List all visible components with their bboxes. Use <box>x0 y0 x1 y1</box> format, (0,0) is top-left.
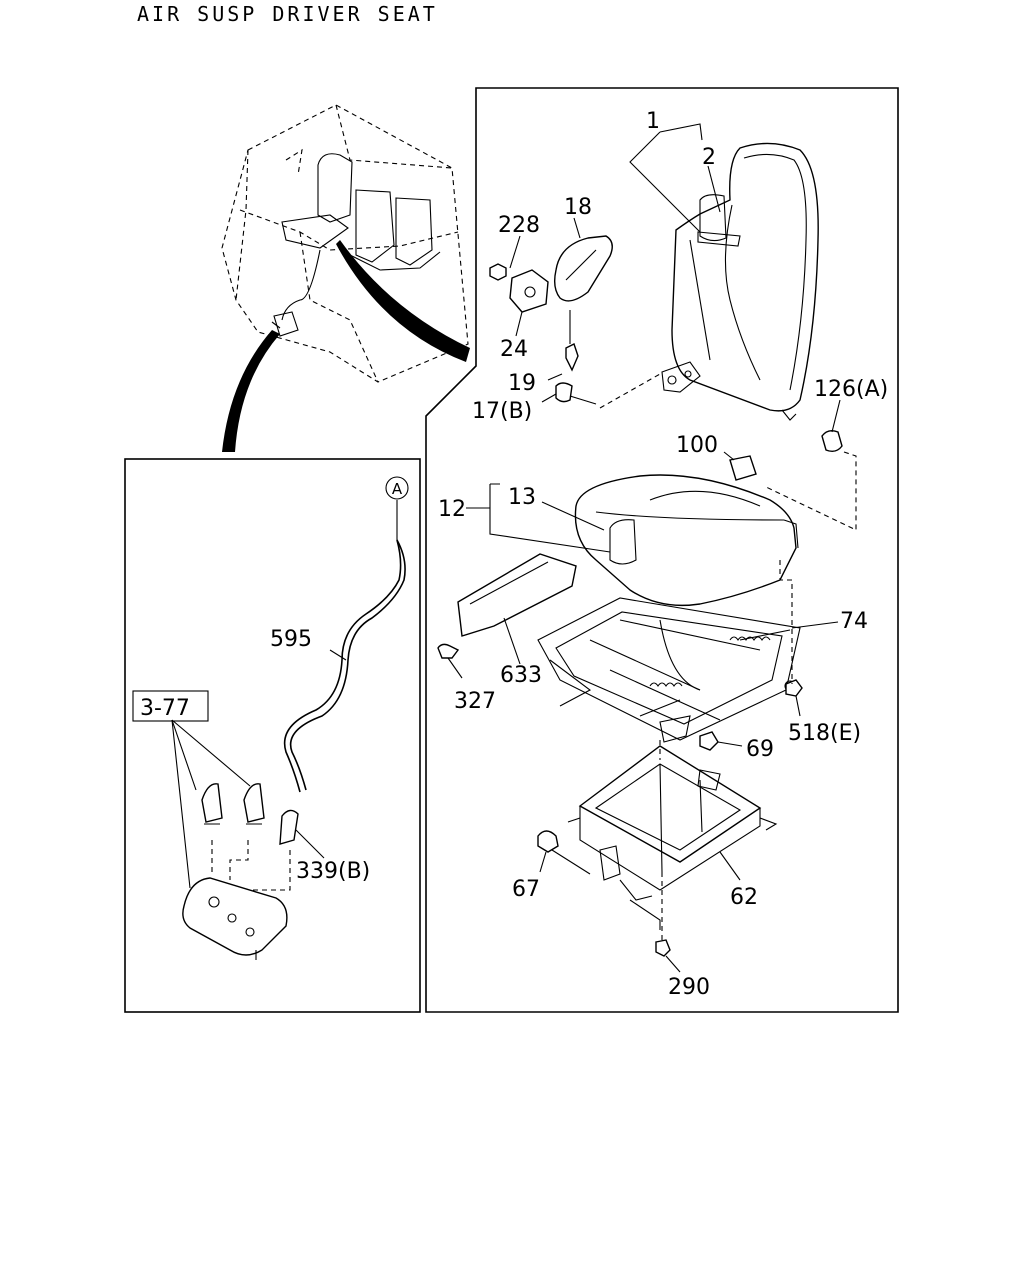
circle-a-marker <box>385 476 409 500</box>
nut-69 <box>699 731 719 751</box>
callout-69: 69 <box>746 737 774 762</box>
callout-2: 2 <box>702 145 716 170</box>
callout-126a: 126(A) <box>814 377 888 402</box>
recliner-knob-parts <box>489 235 843 481</box>
pointer-wedge-to-hose <box>222 330 280 452</box>
seat-cushion-assembly <box>574 474 799 607</box>
callout-24: 24 <box>500 337 528 362</box>
callout-62: 62 <box>730 885 758 910</box>
callout-595: 595 <box>270 627 312 652</box>
callout-13: 13 <box>508 485 536 510</box>
pointer-wedge-to-seat <box>336 240 470 362</box>
cab-overview-illustration <box>221 104 469 383</box>
hose-595 <box>289 539 406 791</box>
callout-67: 67 <box>512 877 540 902</box>
side-cover-633 <box>457 553 577 637</box>
callout-labels: 1 2 228 18 24 19 17(B) 126(A) 100 12 13 … <box>132 109 888 1000</box>
callout-17b: 17(B) <box>472 399 532 424</box>
callout-100: 100 <box>676 433 718 458</box>
callout-19: 19 <box>508 371 536 396</box>
leader-lines <box>171 123 857 973</box>
callout-12: 12 <box>438 497 466 522</box>
nut-518e <box>785 679 803 697</box>
fitting-339b <box>279 809 299 845</box>
callout-518e: 518(E) <box>788 721 861 746</box>
callout-228: 228 <box>498 213 540 238</box>
bolt-327 <box>437 643 460 659</box>
callout-339b: 339(B) <box>296 859 370 884</box>
air-hose-detail <box>182 476 409 960</box>
suspension-base <box>537 745 778 957</box>
ref-3-77-box <box>132 690 209 722</box>
page-title: AIR SUSP DRIVER SEAT <box>137 2 438 26</box>
detail-frames <box>124 87 899 1013</box>
callout-1: 1 <box>646 109 660 134</box>
seat-assembly-frame <box>425 87 899 1013</box>
callout-18: 18 <box>564 195 592 220</box>
callout-290: 290 <box>668 975 710 1000</box>
callout-3-77: 3-77 <box>140 696 190 721</box>
circle-a-label: A <box>392 480 403 498</box>
seat-back-assembly <box>661 142 819 421</box>
callout-74: 74 <box>840 609 868 634</box>
seat-rail-frame <box>537 597 801 743</box>
valve-plate <box>182 877 288 956</box>
callout-633: 633 <box>500 663 542 688</box>
callout-327: 327 <box>454 689 496 714</box>
hose-detail-frame <box>124 458 421 1013</box>
